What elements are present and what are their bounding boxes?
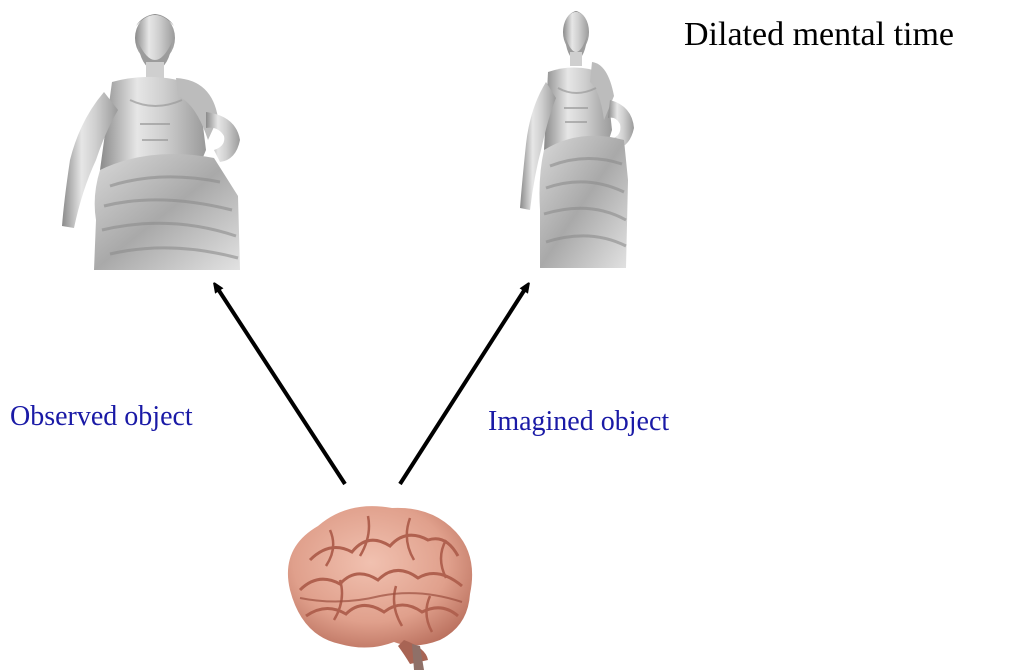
title-label: Dilated mental time (684, 16, 955, 53)
observed-arrow (216, 286, 347, 486)
right-statue-icon (520, 11, 634, 268)
brain-icon (287, 506, 473, 670)
left-statue-icon (62, 14, 240, 270)
imagined-object-label: Imagined object (488, 406, 670, 437)
observed-object-label: Observed object (10, 401, 193, 432)
imagined-arrow (398, 286, 527, 486)
